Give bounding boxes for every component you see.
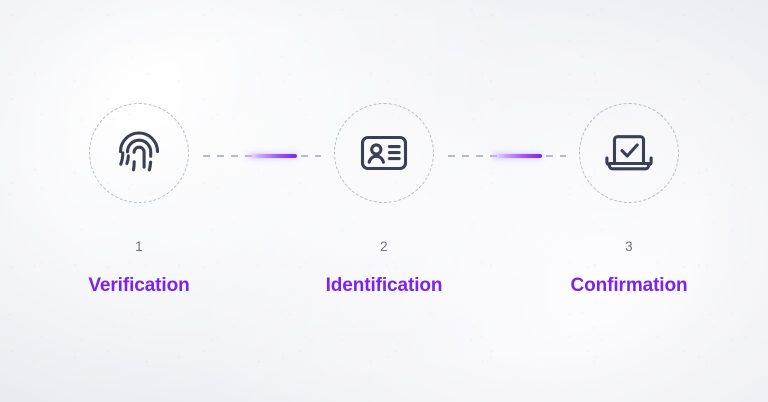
step-icon-circle [579,103,679,203]
step-item-identification[interactable]: 2 Identification [262,0,507,295]
step-item-confirmation[interactable]: 3 Confirmation [507,0,752,295]
connector-progress-highlight [247,153,297,158]
step-label: Identification [325,274,443,296]
laptop-check-icon [600,124,658,182]
connector-progress-highlight [492,153,542,158]
fingerprint-icon [110,124,168,182]
connector-step-1-to-2 [203,153,321,159]
step-item-verification[interactable]: 1 Verification [17,0,262,295]
step-number: 2 [380,239,388,254]
step-number: 1 [135,239,143,254]
connector-step-2-to-3 [448,153,566,159]
step-icon-circle [89,103,189,203]
step-label: Verification [88,274,190,296]
id-card-icon [355,124,413,182]
step-label: Confirmation [570,274,688,296]
step-icon-circle [334,103,434,203]
step-number: 3 [625,239,633,254]
